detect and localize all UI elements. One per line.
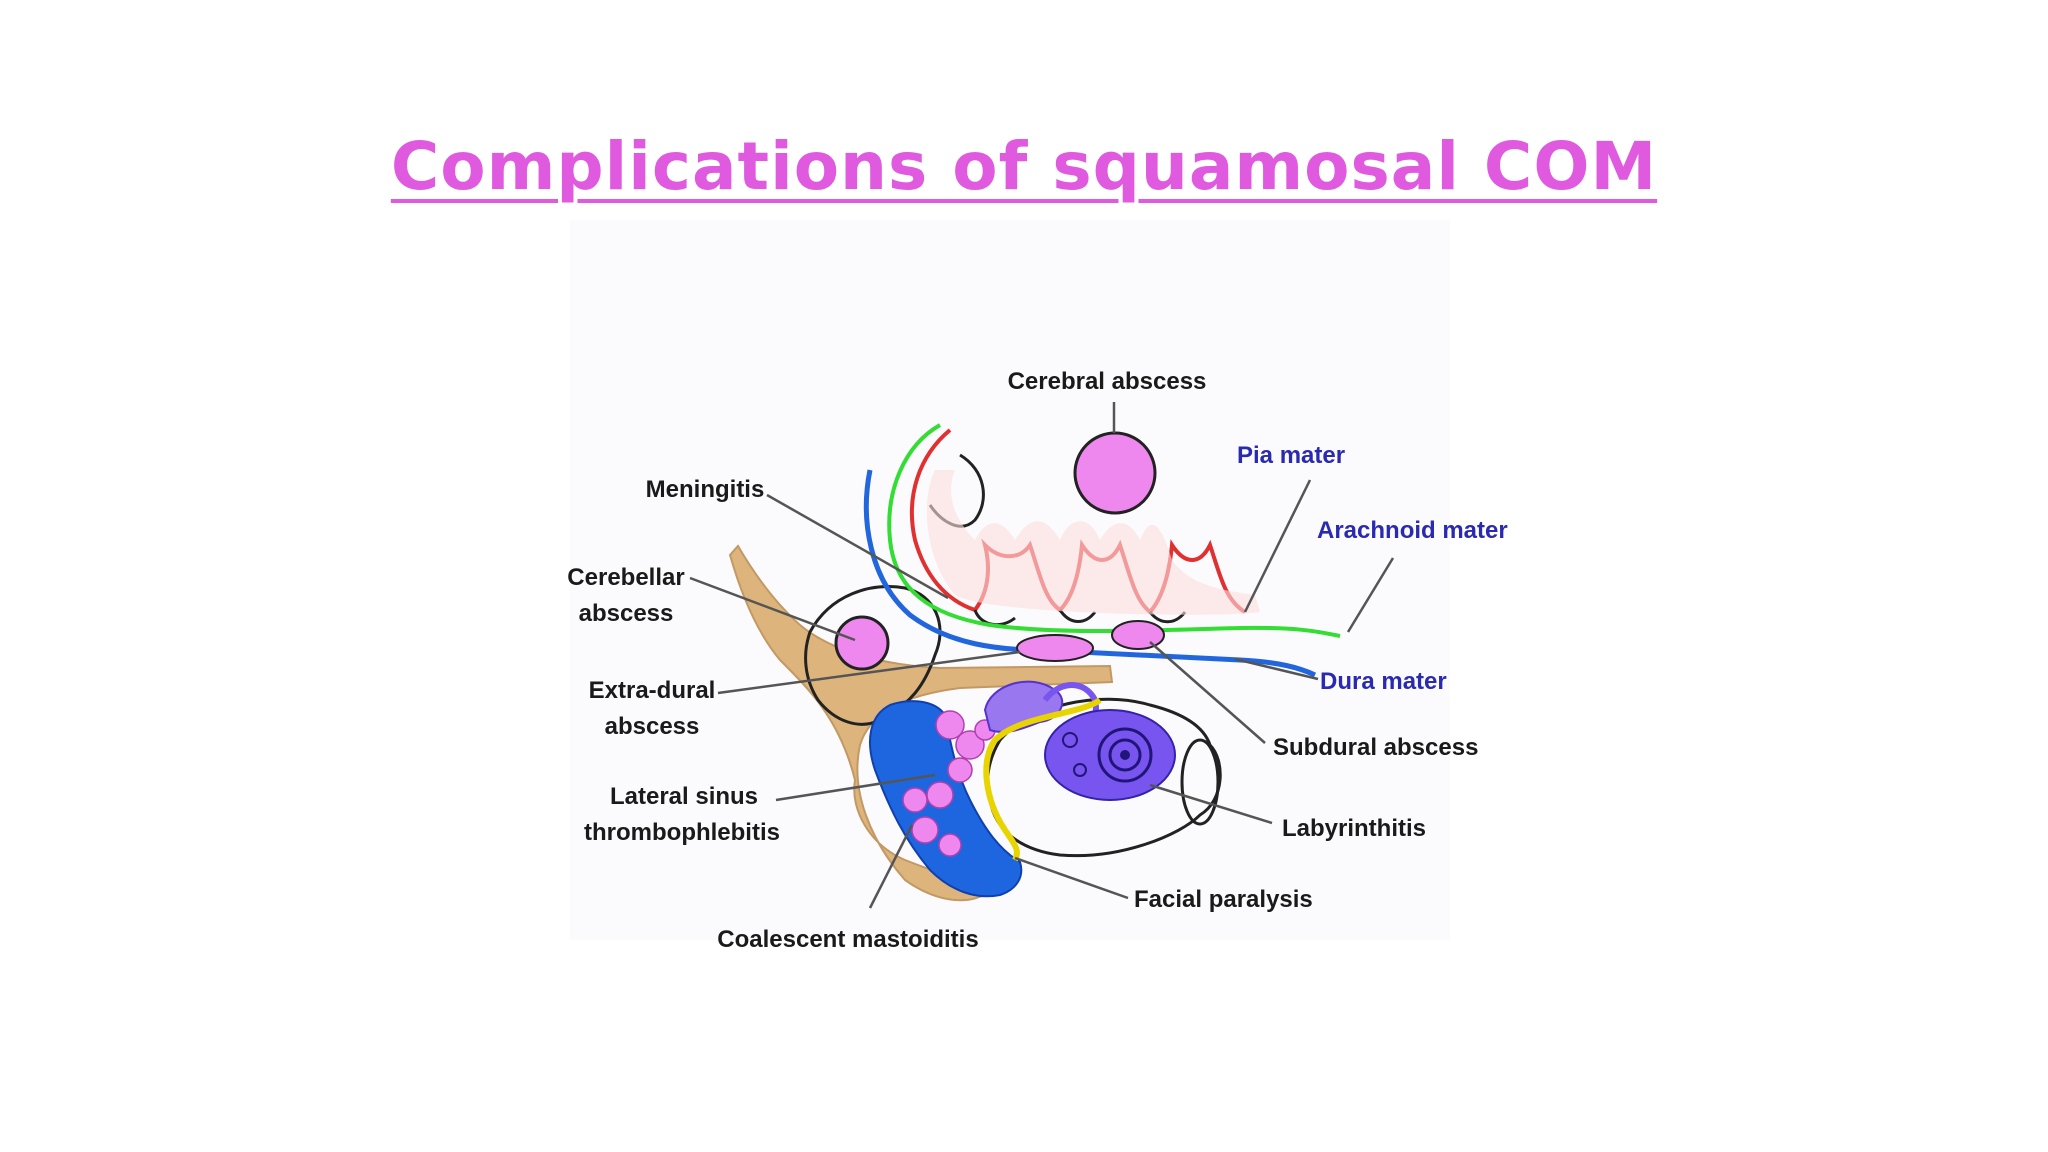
label-lateral-sinus-line1: Lateral sinus bbox=[610, 783, 758, 810]
leader-extradural-abscess bbox=[717, 650, 1021, 695]
cortex-shading bbox=[926, 470, 1260, 615]
subdural-abscess bbox=[1111, 620, 1165, 650]
cerebellar-abscess bbox=[834, 615, 890, 671]
slide-title-text: Complications of squamosal COM bbox=[390, 128, 1658, 205]
leader-pia-mater bbox=[1243, 479, 1312, 613]
leader-lines bbox=[689, 402, 1395, 909]
leader-coalescent-mastoiditis bbox=[868, 824, 914, 909]
extradural-abscess bbox=[1016, 634, 1094, 662]
tympanic-membrane bbox=[1180, 738, 1220, 826]
label-dura-mater: Dura mater bbox=[1320, 668, 1447, 695]
facial-nerve bbox=[983, 697, 1102, 862]
label-facial-paralysis: Facial paralysis bbox=[1134, 886, 1313, 913]
label-cerebral-abscess: Cerebral abscess bbox=[1008, 368, 1207, 395]
leader-meningitis bbox=[766, 493, 949, 600]
cerebral-abscess bbox=[1073, 431, 1157, 515]
mastoid-air-cells bbox=[902, 710, 996, 857]
arachnoid-mater-line bbox=[887, 423, 1341, 638]
label-extradural-abscess-line1: Extra-dural bbox=[589, 677, 716, 704]
leader-arachnoid-mater bbox=[1346, 557, 1395, 633]
slide-title: Complications of squamosal COM bbox=[0, 128, 2048, 205]
label-arachnoid-mater: Arachnoid mater bbox=[1317, 517, 1508, 544]
label-cerebellar-abscess-line2: abscess bbox=[579, 600, 674, 627]
label-coalescent-mastoiditis: Coalescent mastoiditis bbox=[717, 926, 978, 953]
label-labyrinthitis: Labyrinthitis bbox=[1282, 815, 1426, 842]
label-cerebellar-abscess-line1: Cerebellar bbox=[567, 564, 684, 591]
leader-cerebellar-abscess bbox=[689, 576, 856, 642]
leader-labyrinthitis bbox=[1149, 783, 1273, 825]
label-extradural-abscess-line2: abscess bbox=[605, 713, 700, 740]
leader-lateral-sinus bbox=[775, 773, 936, 802]
label-pia-mater: Pia mater bbox=[1237, 442, 1345, 469]
leader-subdural-abscess bbox=[1149, 641, 1266, 744]
leader-dura-mater bbox=[1234, 657, 1319, 681]
label-meningitis: Meningitis bbox=[646, 476, 765, 503]
leader-facial-paralysis bbox=[1014, 856, 1129, 900]
label-subdural-abscess: Subdural abscess bbox=[1273, 734, 1478, 761]
label-lateral-sinus-line2: thrombophlebitis bbox=[584, 819, 780, 846]
